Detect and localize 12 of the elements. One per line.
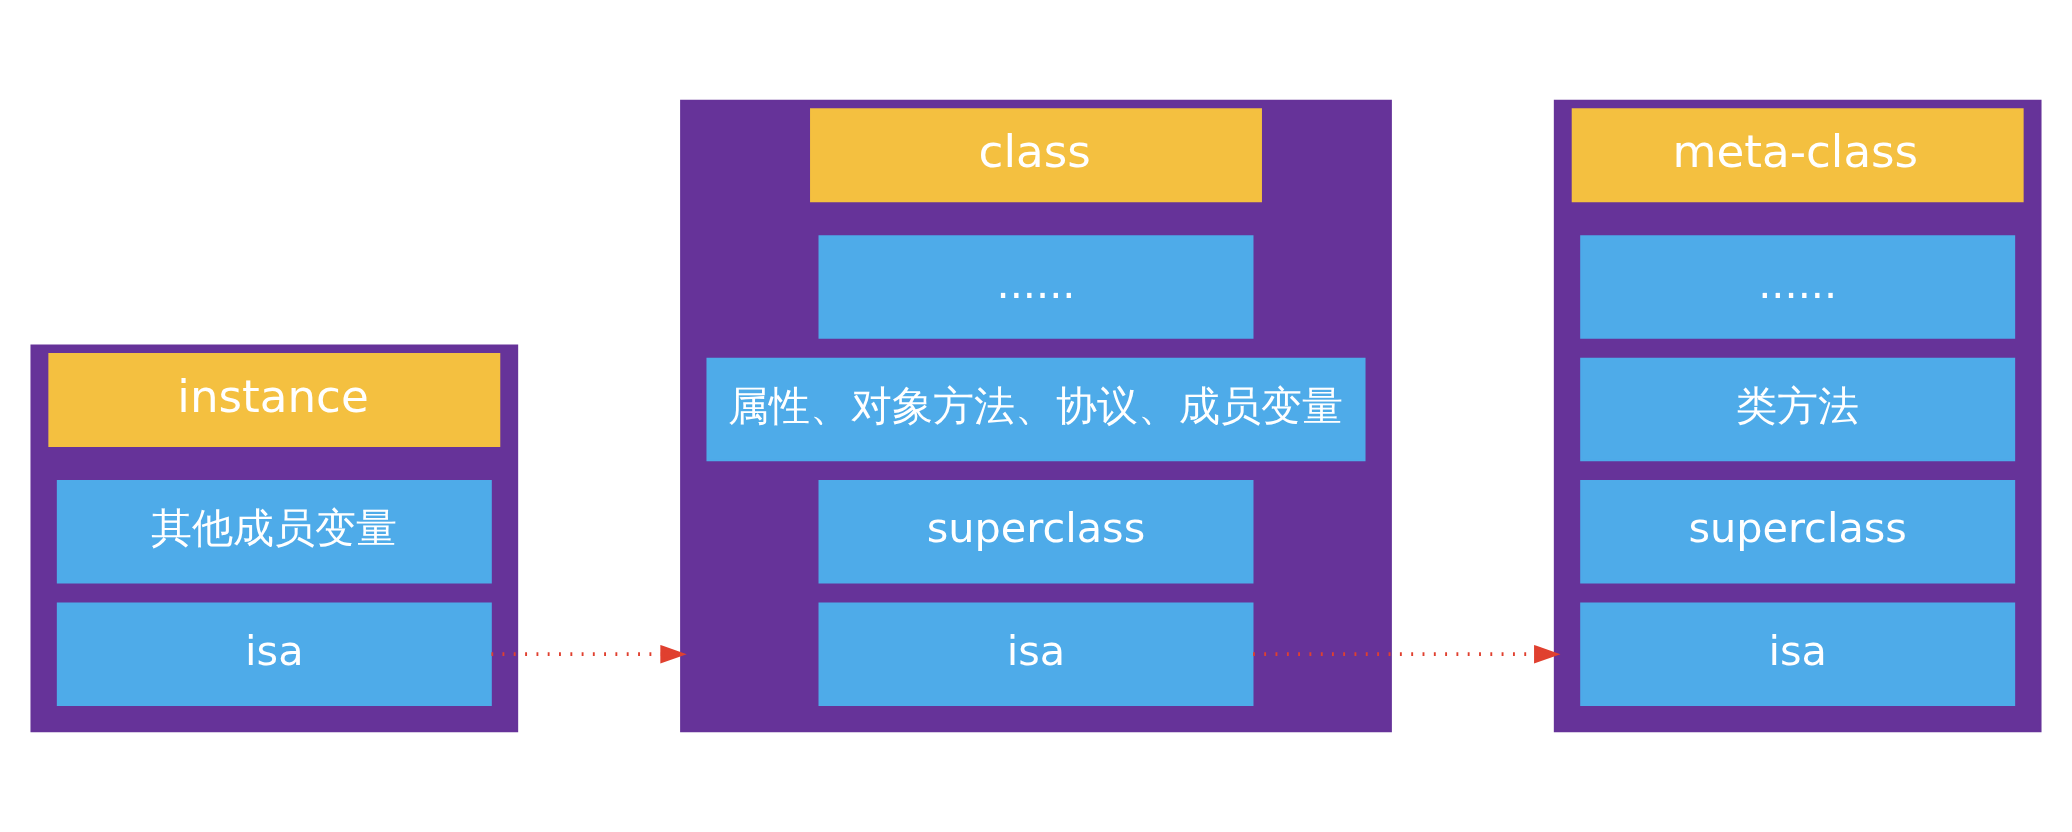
node-box: 其他成员变量 <box>56 480 492 584</box>
node-box: isa <box>818 602 1254 706</box>
node-box: 属性、对象方法、协议、成员变量 <box>706 357 1366 462</box>
node-box: 类方法 <box>1580 357 2016 462</box>
arrow <box>491 644 687 664</box>
node-box: isa <box>1580 602 2016 706</box>
node-box: superclass <box>818 480 1254 584</box>
node-box: ...... <box>818 235 1254 339</box>
node-box: ...... <box>1580 235 2016 339</box>
node-box: superclass <box>1580 480 2016 584</box>
node-box: isa <box>56 602 492 706</box>
arrow <box>1253 644 1561 664</box>
